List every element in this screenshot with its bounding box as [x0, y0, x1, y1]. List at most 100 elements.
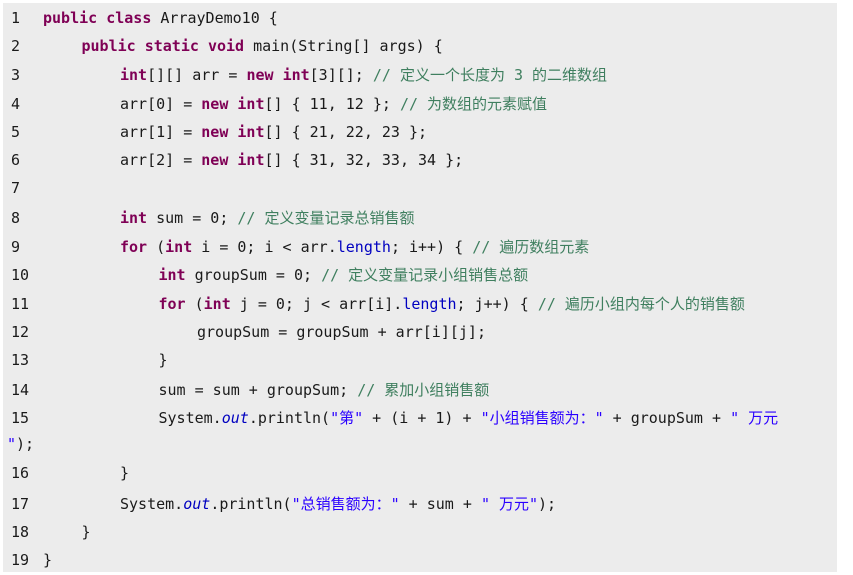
line-number: 1	[11, 9, 21, 27]
keyword-token: int	[237, 151, 265, 169]
code-text: public static void main(String[] args) {	[82, 36, 443, 56]
comment-token: // 定义变量记录小组销售总额	[321, 266, 529, 284]
line-number: 16	[11, 464, 30, 482]
keyword-token: public	[43, 9, 98, 27]
code-text: }	[82, 522, 91, 542]
code-text: }	[43, 550, 52, 570]
keyword-token: public	[81, 37, 136, 55]
code-token: groupSum = 0;	[185, 266, 322, 284]
comment-token: // 定义一个长度为 3 的二维数组	[372, 66, 608, 84]
code-token: System.	[120, 495, 184, 513]
line-number: 15	[11, 409, 30, 427]
code-token: i = 0; i < arr.	[192, 238, 337, 256]
code-token: System.	[158, 409, 222, 427]
code-token: (	[147, 238, 166, 256]
keyword-token: int	[282, 66, 310, 84]
keyword-token: new	[201, 151, 229, 169]
static-field-token: out	[183, 495, 211, 513]
code-token: [] { 11, 12 };	[264, 95, 400, 113]
code-line: 16}	[3, 463, 837, 483]
string-token: "小组销售额为："	[480, 409, 604, 427]
line-number: 2	[11, 37, 21, 55]
code-token: main(String[] args) {	[244, 37, 443, 55]
code-token	[136, 37, 145, 55]
code-token: (	[185, 295, 204, 313]
line-number: 13	[11, 351, 30, 369]
comment-token: // 遍历数组元素	[472, 238, 590, 256]
keyword-token: for	[158, 295, 186, 313]
code-line: 5 arr[1] = new int[] { 21, 22, 23 };	[3, 122, 837, 142]
line-number: 8	[11, 209, 21, 227]
code-token: }	[158, 351, 168, 369]
code-token: ; i++) {	[390, 238, 473, 256]
code-text: arr[2] = new int[] { 31, 32, 33, 34 };	[120, 150, 463, 170]
code-token: ArrayDemo10 {	[151, 9, 278, 27]
code-line: 7	[3, 178, 837, 198]
code-text: for (int i = 0; i < arr.length; i++) { /…	[120, 237, 589, 257]
code-token: sum = sum + groupSum;	[158, 381, 358, 399]
code-token: ; j++) {	[456, 295, 538, 313]
line-number: 3	[11, 66, 21, 84]
string-token: "总销售额为："	[291, 495, 400, 513]
right-page-margin	[845, 0, 853, 575]
code-text: System.out.println("第" + (i + 1) + "小组销售…	[159, 408, 779, 428]
code-token: );	[16, 435, 35, 453]
code-token: .println(	[210, 495, 292, 513]
code-token	[97, 9, 106, 27]
keyword-token: static	[144, 37, 199, 55]
code-token: [3][];	[309, 66, 373, 84]
string-token: "	[7, 435, 17, 453]
field-token: length	[402, 295, 457, 313]
comment-token: // 定义变量记录总销售额	[237, 209, 415, 227]
code-token: .println(	[248, 409, 331, 427]
line-number: 19	[11, 551, 30, 569]
keyword-token: int	[158, 266, 186, 284]
line-number: 5	[11, 123, 21, 141]
code-text: }	[159, 350, 168, 370]
line-number: 6	[11, 151, 21, 169]
code-token: + sum +	[399, 495, 481, 513]
code-token: j = 0; j < arr[i].	[230, 295, 403, 313]
keyword-token: class	[106, 9, 152, 27]
code-token: sum = 0;	[147, 209, 238, 227]
line-number: 7	[11, 179, 21, 197]
line-number: 11	[11, 295, 30, 313]
code-token: [] { 31, 32, 33, 34 };	[264, 151, 464, 169]
code-token: [] { 21, 22, 23 };	[264, 123, 428, 141]
keyword-token: int	[120, 209, 148, 227]
code-line: 1 public class ArrayDemo10 {	[3, 8, 837, 28]
code-line: 13}	[3, 350, 837, 370]
code-token: groupSum = groupSum + arr[i][j];	[197, 323, 486, 341]
code-line: 2 public static void main(String[] args) …	[3, 36, 837, 56]
comment-token: // 累加小组销售额	[357, 381, 490, 399]
code-token: + (i + 1) +	[363, 409, 481, 427]
code-text: }	[120, 463, 129, 483]
line-number: 9	[11, 238, 21, 256]
code-text: arr[1] = new int[] { 21, 22, 23 };	[120, 122, 427, 142]
code-text: for (int j = 0; j < arr[i].length; j++) …	[159, 294, 745, 314]
string-token: "第"	[330, 409, 364, 427]
string-token: " 万元"	[480, 495, 539, 513]
code-text: public class ArrayDemo10 {	[43, 8, 278, 28]
code-text: int[][] arr = new int[3][]; // 定义一个长度为 3…	[120, 65, 607, 85]
code-line: 18}	[3, 522, 837, 542]
code-line: 9 for (int i = 0; i < arr.length; i++) { …	[3, 237, 837, 257]
code-line: 4 arr[0] = new int[] { 11, 12 }; // 为数组的元…	[3, 94, 837, 114]
code-line: 11 for (int j = 0; j < arr[i].length; j++…	[3, 294, 837, 314]
keyword-token: int	[120, 66, 148, 84]
keyword-token: new	[201, 95, 229, 113]
code-text: int groupSum = 0; // 定义变量记录小组销售总额	[159, 265, 529, 285]
code-line: 8 int sum = 0; // 定义变量记录总销售额	[3, 208, 837, 228]
keyword-token: for	[120, 238, 148, 256]
line-number: 18	[11, 523, 30, 541]
code-text: arr[0] = new int[] { 11, 12 }; // 为数组的元素…	[120, 94, 547, 114]
code-token: );	[538, 495, 557, 513]
keyword-token: new	[201, 123, 229, 141]
code-text: System.out.println("总销售额为：" + sum + " 万元…	[120, 494, 556, 514]
code-line: 15 System.out.println("第" + (i + 1) + "小组…	[3, 408, 837, 428]
line-number: 4	[11, 95, 21, 113]
code-token: }	[43, 551, 53, 569]
code-text: groupSum = groupSum + arr[i][j];	[197, 322, 486, 342]
